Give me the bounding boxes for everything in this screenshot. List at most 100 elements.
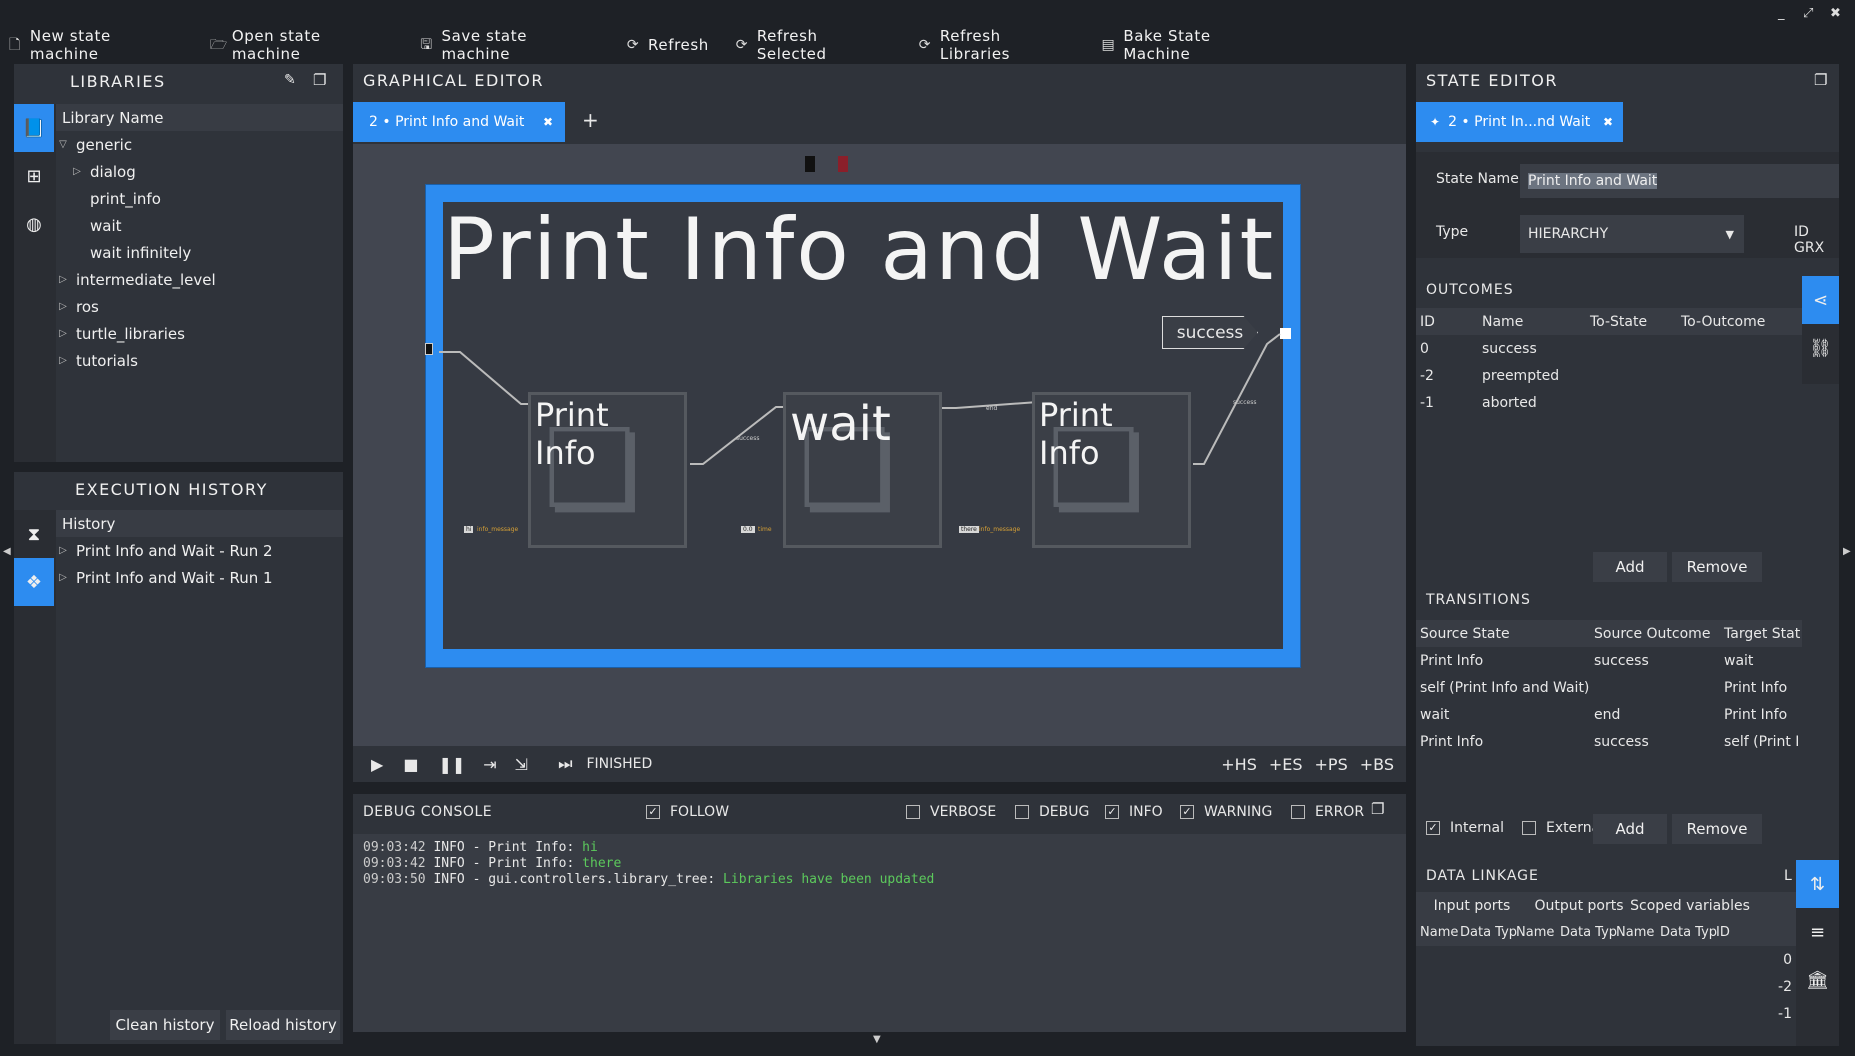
console-line: 09:03:42 INFO - Print Info: there: [363, 856, 622, 871]
console-output[interactable]: 09:03:42 INFO - Print Info: hi 09:03:42 …: [353, 834, 1406, 1032]
bank-icon[interactable]: 🏛: [1806, 969, 1829, 991]
linkage-header-row: Name Data Typ Name Data Typ Name Data Ty…: [1416, 919, 1802, 946]
state-print-info-2[interactable]: ❏: [1032, 392, 1191, 548]
maximize-button[interactable]: ⤢: [1803, 6, 1814, 21]
library-item-wait-infinitely[interactable]: wait infinitely: [90, 243, 192, 262]
graph-canvas[interactable]: Print Info and Wait success success end …: [353, 144, 1406, 746]
library-item-intermediate-level[interactable]: ▷intermediate_level: [56, 266, 343, 293]
collapse-right-icon[interactable]: ▶: [1843, 546, 1851, 557]
library-item-dialog[interactable]: ▷dialog: [56, 158, 343, 185]
chevron-right-icon[interactable]: ▷: [59, 301, 67, 312]
close-button[interactable]: ✖: [1830, 6, 1841, 21]
align-icon[interactable]: ≡: [1809, 921, 1826, 943]
share-icon[interactable]: ⋖: [1802, 276, 1839, 324]
add-tab-button[interactable]: +: [582, 108, 599, 132]
tab-state-editor[interactable]: ✦ 2 • Print In...nd Wait ✖: [1416, 102, 1623, 142]
chevron-down-icon[interactable]: ▽: [59, 139, 67, 150]
undock-icon[interactable]: ❐: [1371, 800, 1385, 818]
clean-history-button[interactable]: Clean history: [110, 1010, 220, 1040]
play-icon[interactable]: ▶: [371, 754, 384, 774]
sort-icon[interactable]: ⇅: [1796, 860, 1839, 908]
history-item[interactable]: ▷Print Info and Wait - Run 1: [56, 564, 343, 591]
chevron-right-icon[interactable]: ▷: [59, 355, 67, 366]
undock-icon[interactable]: ❐: [313, 71, 327, 89]
stop-icon[interactable]: ■: [403, 754, 419, 774]
run-to-end-icon[interactable]: ⏭: [558, 754, 573, 773]
verbose-checkbox[interactable]: VERBOSE: [906, 804, 996, 820]
tab-input-ports[interactable]: Input ports: [1433, 897, 1511, 914]
chevron-right-icon[interactable]: ▷: [59, 572, 67, 583]
undock-icon[interactable]: ❐: [1814, 71, 1828, 89]
warning-checkbox[interactable]: ✓WARNING: [1180, 804, 1272, 820]
library-item-print-info[interactable]: print_info: [90, 189, 161, 208]
outcome-success[interactable]: success: [1162, 316, 1258, 349]
state-wait[interactable]: ❏: [783, 392, 942, 548]
library-item-turtle-libraries[interactable]: ▷turtle_libraries: [56, 320, 343, 347]
step-into-icon[interactable]: ⇲: [514, 754, 529, 774]
network-tab-button[interactable]: ❖: [14, 558, 54, 606]
transition-label: success: [736, 435, 760, 442]
library-item-generic[interactable]: ▽generic: [56, 131, 343, 158]
add-preemptive-state-button[interactable]: +PS: [1314, 754, 1348, 774]
refresh-libraries-button[interactable]: ⟳Refresh Libraries: [918, 27, 1011, 63]
internal-checkbox[interactable]: ✓Internal: [1426, 820, 1504, 836]
add-transition-button[interactable]: Add: [1593, 814, 1667, 844]
state-print-info-1[interactable]: ❏: [528, 392, 687, 548]
new-state-machine-button[interactable]: 🗋New state machine: [9, 27, 111, 63]
refresh-button[interactable]: ⟳Refresh: [626, 36, 709, 54]
error-checkbox[interactable]: ERROR: [1291, 804, 1364, 820]
new-file-icon: 🗋: [9, 37, 21, 53]
follow-checkbox[interactable]: ✓FOLLOW: [646, 804, 729, 820]
close-tab-icon[interactable]: ✖: [542, 115, 553, 129]
info-checkbox[interactable]: ✓INFO: [1105, 804, 1163, 820]
type-select[interactable]: HIERARCHY ▼: [1520, 215, 1744, 253]
library-item-tutorials[interactable]: ▷tutorials: [56, 347, 343, 374]
history-item[interactable]: ▷Print Info and Wait - Run 2: [56, 537, 343, 564]
library-item-wait[interactable]: wait: [90, 216, 122, 235]
add-outcome-button[interactable]: Add: [1593, 552, 1667, 582]
debug-checkbox[interactable]: DEBUG: [1015, 804, 1089, 820]
history-tab-button[interactable]: ⧗: [14, 510, 54, 558]
link-icon[interactable]: ⛓: [1809, 337, 1832, 359]
open-state-machine-button[interactable]: 🗁Open state machine: [209, 27, 321, 63]
remove-transition-button[interactable]: Remove: [1672, 814, 1762, 844]
refresh-selected-button[interactable]: ⟳Refresh Selected: [735, 27, 827, 63]
port-value: there: [959, 526, 979, 533]
global-variables-tab-button[interactable]: ◍: [14, 200, 54, 248]
external-checkbox[interactable]: External: [1522, 820, 1604, 836]
chevron-right-icon[interactable]: ▷: [59, 328, 67, 339]
chevron-right-icon[interactable]: ▷: [59, 274, 67, 285]
add-barrier-state-button[interactable]: +BS: [1359, 754, 1394, 774]
bake-state-machine-button[interactable]: ▤Bake State Machine: [1101, 27, 1211, 63]
save-state-machine-button[interactable]: 🖫Save state machine: [420, 27, 528, 63]
add-hierarchy-state-button[interactable]: +HS: [1221, 754, 1257, 774]
pin-icon[interactable]: ✦: [1430, 115, 1441, 129]
reload-history-button[interactable]: Reload history: [226, 1010, 340, 1040]
pause-icon[interactable]: ❚❚: [438, 754, 466, 774]
state-machine-tree-tab-button[interactable]: ⊞: [14, 152, 54, 200]
collapse-left-icon[interactable]: ◀: [3, 546, 11, 557]
remove-outcome-button[interactable]: Remove: [1672, 552, 1762, 582]
checkbox-checked: ✓: [1180, 805, 1194, 819]
library-item-ros[interactable]: ▷ros: [56, 293, 343, 320]
chevron-right-icon[interactable]: ▷: [73, 166, 81, 177]
close-tab-icon[interactable]: ✖: [1602, 115, 1613, 129]
library-tab-button[interactable]: 📘: [14, 104, 54, 152]
state-name-input[interactable]: Print Info and Wait: [1520, 164, 1839, 198]
tab-print-info-and-wait[interactable]: 2 • Print Info and Wait ✖: [353, 102, 565, 142]
tab-scoped-variables[interactable]: Scoped variables: [1630, 897, 1750, 914]
pin-icon[interactable]: ✎: [284, 72, 296, 88]
chevron-right-icon[interactable]: ▷: [59, 545, 67, 556]
minimize-button[interactable]: _: [1778, 6, 1785, 21]
tab-output-ports[interactable]: Output ports: [1534, 897, 1624, 914]
step-out-icon[interactable]: ⇥: [483, 754, 497, 774]
table-row[interactable]: self (Print Info and Wait)Print Info: [1420, 679, 1788, 696]
add-execution-state-button[interactable]: +ES: [1268, 754, 1303, 774]
collapse-bottom-icon[interactable]: ▼: [873, 1034, 881, 1045]
